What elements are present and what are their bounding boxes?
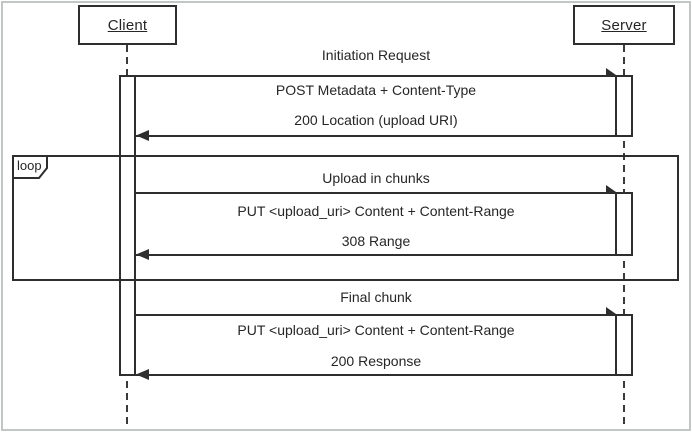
message-line-ok-response [136,374,615,376]
message-label-put-chunk: PUT <upload_uri> Content + Content-Range [237,203,515,219]
section-label-final-chunk: Final chunk [340,289,412,305]
actor-label-server: Server [601,16,647,34]
message-line-post-metadata [136,75,615,77]
arrowhead-right-icon [606,307,616,314]
activation-bar-client [119,75,136,376]
activation-bar-server-loop [615,192,633,256]
message-line-put-chunk [136,192,615,194]
section-label-upload-in-chunks: Upload in chunks [322,170,430,186]
message-label-location-response: 200 Location (upload URI) [294,112,458,128]
arrowhead-right-icon [606,185,616,192]
message-line-location-response [136,135,615,137]
message-label-ok-response: 200 Response [330,353,422,369]
arrowhead-right-icon [606,68,616,75]
arrowhead-left-icon [136,369,149,380]
message-line-put-final-chunk [136,314,615,316]
activation-bar-server-initiation [615,75,633,137]
message-label-put-final-chunk: PUT <upload_uri> Content + Content-Range [237,322,515,338]
actor-box-server: Server [573,5,675,45]
loop-fragment [12,155,679,281]
arrowhead-left-icon [136,249,149,260]
section-label-initiation-request: Initiation Request [321,47,431,63]
loop-operator-label: loop [17,158,42,173]
message-label-post-metadata: POST Metadata + Content-Type [275,82,477,98]
actor-label-client: Client [107,16,148,34]
arrowhead-left-icon [136,130,149,141]
activation-bar-server-final [615,314,633,376]
loop-operator-pentagon-icon [12,155,48,179]
message-label-range-response: 308 Range [341,233,411,249]
message-line-range-response [136,254,615,256]
actor-box-client: Client [78,5,177,45]
